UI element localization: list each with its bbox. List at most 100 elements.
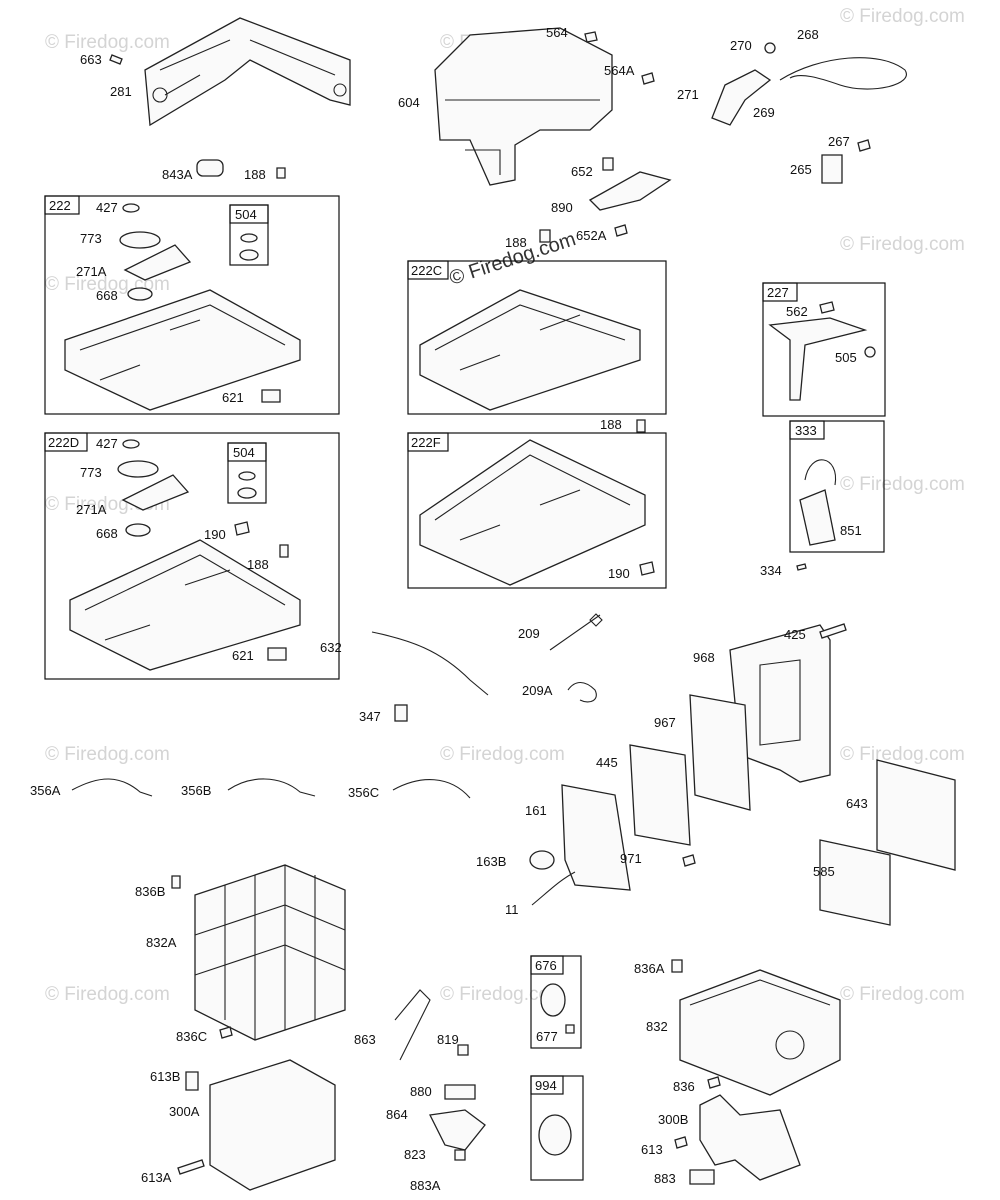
label-271: 271 [677, 87, 699, 102]
group-tag-333 [789, 420, 825, 440]
part-labels: 663 281 564 564A 604 270 268 271 269 267… [30, 25, 868, 1193]
label-356C: 356C [348, 785, 379, 800]
label-190-a: 190 [204, 527, 226, 542]
grommet-843A [196, 159, 224, 177]
label-564A: 564A [604, 63, 635, 78]
label-883A: 883A [410, 1178, 441, 1193]
label-564: 564 [546, 25, 568, 40]
watermark: © Firedog.com [840, 984, 965, 1005]
screw-267 [857, 139, 871, 152]
group-label-676: 676 [535, 958, 557, 973]
label-668-a: 668 [96, 288, 118, 303]
label-445: 445 [596, 755, 618, 770]
gasket-880 [444, 1084, 476, 1100]
base-plate-222 [64, 289, 301, 411]
label-268: 268 [797, 27, 819, 42]
lever-271 [711, 69, 772, 126]
group-box-227 [762, 282, 886, 417]
label-836: 836 [673, 1079, 695, 1094]
label-836A: 836A [634, 961, 665, 976]
label-209: 209 [518, 626, 540, 641]
label-668-b: 668 [96, 526, 118, 541]
watermark: © Firedog.com [840, 474, 965, 495]
nut-505 [864, 346, 876, 358]
group-box-222C [407, 260, 667, 415]
group-label-222C: 222C [411, 263, 442, 278]
label-663: 663 [80, 52, 102, 67]
washer-504b-1 [238, 471, 256, 481]
gasket-883 [689, 1169, 715, 1185]
washer-427b [122, 439, 140, 449]
screw-190a [234, 521, 250, 536]
label-621-b: 621 [232, 648, 254, 663]
group-label-222D: 222D [48, 435, 79, 450]
tube-11 [531, 871, 576, 906]
lead-356B [227, 778, 316, 797]
group-label-222F: 222F [411, 435, 441, 450]
label-356A: 356A [30, 783, 61, 798]
label-271A-a: 271A [76, 264, 107, 279]
group-tag-504b [227, 442, 267, 462]
washer-504a-1 [240, 233, 258, 243]
filter-967 [689, 694, 751, 811]
muffler-300A [209, 1059, 336, 1191]
spark-arrester-676 [540, 983, 566, 1017]
nut-270 [764, 42, 776, 54]
label-823: 823 [404, 1147, 426, 1162]
stud-613B [185, 1071, 199, 1091]
watermark: © Firedog.com [840, 6, 965, 27]
group-boxes: 222 504 222C 227 222D 504 222F 333 676 9… [44, 195, 886, 1181]
label-300A: 300A [169, 1104, 200, 1119]
group-label-994: 994 [535, 1078, 557, 1093]
switch-347 [394, 704, 408, 722]
label-967: 967 [654, 715, 676, 730]
label-863: 863 [354, 1032, 376, 1047]
label-356B: 356B [181, 783, 211, 798]
label-188-center: 188 [505, 235, 527, 250]
label-677: 677 [536, 1029, 558, 1044]
label-271A-b: 271A [76, 502, 107, 517]
pipe-300B [699, 1094, 801, 1181]
washer-427a [122, 203, 140, 213]
label-269: 269 [753, 105, 775, 120]
control-bracket-281 [144, 17, 351, 127]
watermark: © Firedog.com [840, 234, 965, 255]
label-836B: 836B [135, 884, 165, 899]
label-773-b: 773 [80, 465, 102, 480]
cable-632 [371, 631, 489, 696]
watermark: © Firedog.com [440, 984, 565, 1005]
label-971: 971 [620, 851, 642, 866]
washer-668b [125, 523, 151, 537]
screw-334 [796, 563, 807, 571]
label-604: 604 [398, 95, 420, 110]
spring-209A [567, 681, 597, 703]
screw-613 [674, 1136, 688, 1149]
label-632: 632 [320, 640, 342, 655]
group-label-227: 227 [767, 285, 789, 300]
group-tag-222C [407, 260, 449, 280]
stud-613A [177, 1159, 205, 1175]
screw-836B [171, 875, 181, 889]
label-585: 585 [813, 864, 835, 879]
label-300B: 300B [658, 1112, 688, 1127]
gasket-163B [529, 850, 555, 870]
shroud-604 [434, 27, 613, 186]
deflector-864 [429, 1109, 486, 1151]
cable-268 [779, 57, 907, 90]
label-562: 562 [786, 304, 808, 319]
screen-994 [538, 1114, 572, 1156]
label-188-c: 188 [247, 557, 269, 572]
screw-564A [641, 72, 655, 85]
label-347: 347 [359, 709, 381, 724]
label-832: 832 [646, 1019, 668, 1034]
group-tag-227 [762, 282, 798, 302]
screw-190b [639, 561, 655, 576]
label-270: 270 [730, 38, 752, 53]
group-box-222 [44, 195, 340, 415]
lead-356A [71, 778, 153, 797]
label-613B: 613B [150, 1069, 180, 1084]
label-836C: 836C [176, 1029, 207, 1044]
screw-188c [279, 544, 289, 558]
filter-585 [819, 839, 891, 926]
